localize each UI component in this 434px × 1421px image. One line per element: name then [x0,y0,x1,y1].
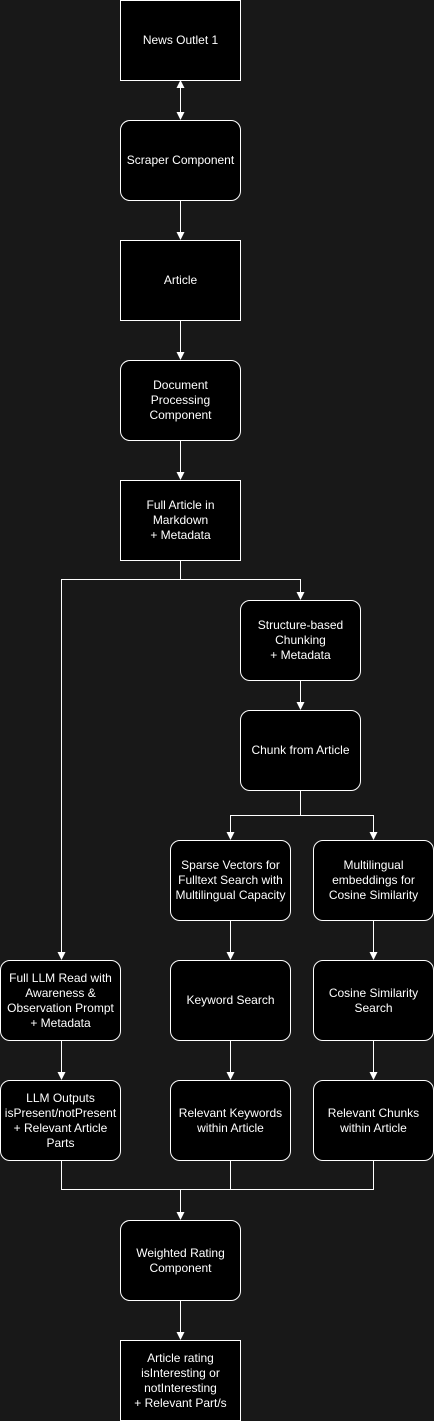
node-full-llm-read[interactable]: Full LLM Read with Awareness & Observati… [0,960,121,1041]
node-sparse-vectors[interactable]: Sparse Vectors for Fulltext Search with … [170,840,291,921]
node-news-outlet[interactable]: News Outlet 1 [120,0,241,81]
node-relevant-chunks[interactable]: Relevant Chunks within Article [313,1080,434,1161]
node-cosine-similarity-search[interactable]: Cosine Similarity Search [313,960,434,1041]
edge-split-chunking [180,579,305,600]
node-chunk-from-article[interactable]: Chunk from Article [240,710,361,791]
edge-merge-bus [61,1160,374,1190]
node-relevant-keywords[interactable]: Relevant Keywords within Article [170,1080,291,1161]
edge-fullarticle-split [57,560,181,960]
node-scraper-component[interactable]: Scraper Component [120,120,241,201]
node-article[interactable]: Article [120,240,241,321]
node-structure-chunking[interactable]: Structure-based Chunking + Metadata [240,600,361,681]
edge-chunk-embeddings [300,815,378,840]
node-weighted-rating[interactable]: Weighted Rating Component [120,1220,241,1301]
node-llm-outputs[interactable]: LLM Outputs isPresent/notPresent + Relev… [0,1080,121,1161]
node-article-rating[interactable]: Article rating isInteresting or notInter… [120,1340,241,1421]
node-keyword-search[interactable]: Keyword Search [170,960,291,1041]
node-full-article-markdown[interactable]: Full Article in Markdown + Metadata [120,480,241,561]
node-multilingual-embeddings[interactable]: Multilingual embeddings for Cosine Simil… [313,840,434,921]
node-document-processing[interactable]: Document Processing Component [120,360,241,441]
edge-chunk-sparse [226,790,301,840]
